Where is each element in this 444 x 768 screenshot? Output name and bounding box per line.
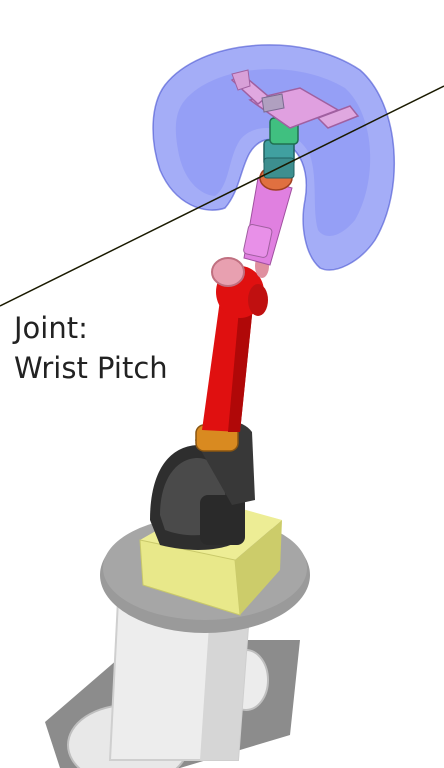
elbow-link-cap <box>248 284 268 316</box>
elbow-joint-ring <box>212 258 244 286</box>
joint-label-title: Joint: <box>14 308 168 348</box>
joint-label-value: Wrist Pitch <box>14 348 168 388</box>
joint-label: Joint: Wrist Pitch <box>14 308 168 388</box>
